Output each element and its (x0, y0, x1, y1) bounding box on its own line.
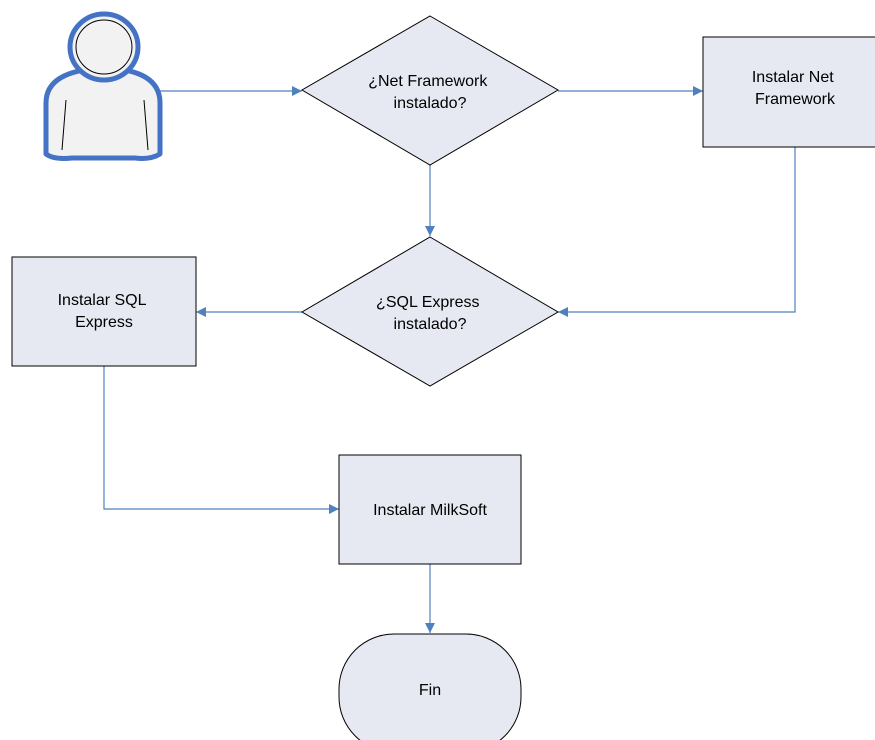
process-install-milksoft-line-1: Instalar MilkSoft (373, 502, 487, 519)
process-install-sql-express-shape (11, 256, 197, 367)
decision-net-framework: ¿Net Framework instalado? (301, 15, 559, 166)
user-head-inner (75, 19, 133, 75)
process-install-net-framework-line-1: Instalar Net (752, 69, 834, 86)
terminator-end-label: Fin (419, 682, 441, 699)
process-install-sql-express: Instalar SQL Express (11, 256, 197, 367)
terminator-end: Fin (338, 633, 522, 740)
decision-sql-express-shape (301, 236, 559, 387)
connectors (103, 86, 796, 633)
terminator-end-shape (338, 633, 522, 740)
process-install-sql-express-line-2: Express (75, 314, 133, 331)
user-body-inner-lines (61, 99, 149, 151)
connector-sql-install-to-milksoft (103, 366, 339, 514)
connector-net-install-to-sql-check (558, 147, 796, 317)
process-install-milksoft: Instalar MilkSoft (338, 454, 522, 565)
process-install-net-framework-shape (702, 36, 875, 148)
process-install-sql-express-line-1: Instalar SQL (58, 292, 147, 309)
user-head (67, 11, 141, 83)
process-install-milksoft-shape (338, 454, 522, 565)
user-body (43, 65, 163, 161)
process-install-milksoft-label: Instalar MilkSoft (373, 502, 487, 519)
decision-sql-express-line-1: ¿SQL Express (376, 294, 479, 311)
decision-net-framework-line-2: instalado? (394, 95, 467, 112)
process-install-sql-express-label: Instalar SQL Express (58, 292, 151, 331)
terminator-end-line-1: Fin (419, 682, 441, 699)
process-install-net-framework: Instalar Net Framework (702, 36, 875, 148)
decision-net-framework-label: ¿Net Framework instalado? (368, 73, 492, 112)
decision-sql-express-label: ¿SQL Express instalado? (376, 294, 484, 333)
decision-sql-express-line-2: instalado? (394, 316, 467, 333)
process-install-net-framework-label: Instalar Net Framework (752, 69, 838, 108)
decision-net-framework-line-1: ¿Net Framework (368, 73, 488, 90)
decision-net-framework-shape (301, 15, 559, 166)
process-install-net-framework-line-2: Framework (755, 91, 836, 108)
decision-sql-express: ¿SQL Express instalado? (301, 236, 559, 387)
user-icon (43, 11, 163, 161)
